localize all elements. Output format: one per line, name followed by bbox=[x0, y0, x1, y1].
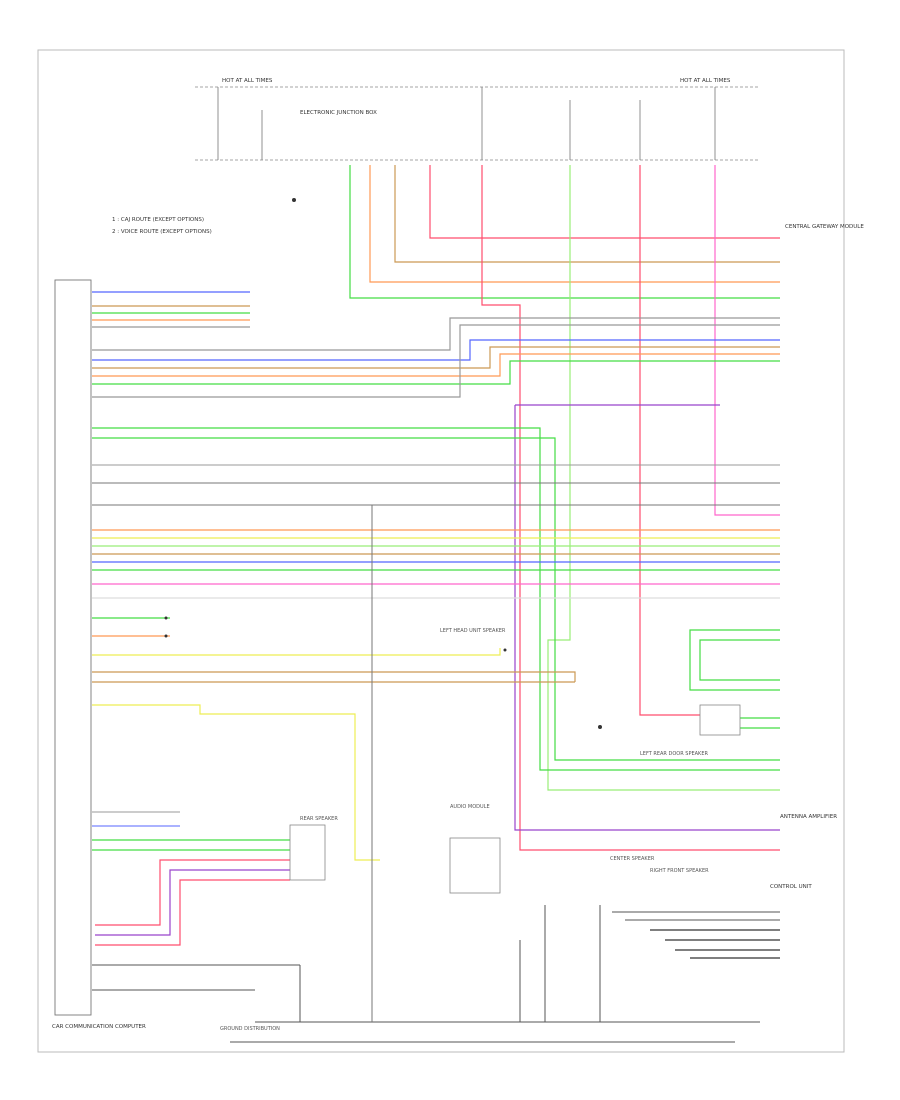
left-rear-label: LEFT REAR DOOR SPEAKER bbox=[640, 751, 708, 757]
right-front-label: RIGHT FRONT SPEAKER bbox=[650, 868, 709, 874]
control-unit-label: CONTROL UNIT bbox=[770, 884, 812, 890]
wire-red-long bbox=[481, 165, 780, 851]
antenna-label: ANTENNA AMPLIFIER bbox=[780, 814, 837, 820]
audio-module-label: AUDIO MODULE bbox=[450, 804, 490, 810]
left-rear-box bbox=[699, 704, 741, 736]
bus-group-2 bbox=[92, 317, 780, 398]
bottom-bus bbox=[92, 505, 780, 1043]
central-gateway-label: CENTRAL GATEWAY MODULE bbox=[785, 224, 864, 230]
wire-green-row2 bbox=[92, 437, 780, 761]
fuse-center-label: ELECTRONIC JUNCTION BOX bbox=[300, 110, 377, 116]
connector-dots bbox=[164, 198, 602, 729]
wire-orange-top bbox=[369, 165, 780, 283]
rear-speaker-box bbox=[289, 824, 326, 881]
wire-green-long bbox=[547, 165, 780, 791]
wire-green-row1 bbox=[92, 427, 780, 771]
fuse-right-label: HOT AT ALL TIMES bbox=[680, 78, 731, 84]
left-module-box bbox=[54, 279, 92, 1016]
top-fuse-box: HOT AT ALL TIMES ELECTRONIC JUNCTION BOX… bbox=[195, 78, 760, 161]
wire-red-top bbox=[429, 165, 780, 239]
bus-group-1 bbox=[92, 291, 250, 328]
wire-speaker-group bbox=[92, 811, 290, 946]
audio-module-box bbox=[449, 837, 501, 894]
wire-pink-right bbox=[714, 165, 780, 516]
wire-red-mid bbox=[639, 165, 700, 716]
wire-green-loop1 bbox=[689, 629, 780, 691]
wire-purple bbox=[514, 405, 780, 831]
diagram-frame bbox=[37, 49, 845, 1053]
rear-speaker-label: REAR SPEAKER bbox=[300, 816, 338, 822]
ground-label: GROUND DISTRIBUTION bbox=[220, 1026, 280, 1032]
wire-row-block bbox=[92, 529, 780, 599]
wire-green-top bbox=[349, 165, 780, 299]
center-label: CENTER SPEAKER bbox=[610, 856, 655, 862]
left-head-label: LEFT HEAD UNIT SPEAKER bbox=[440, 628, 506, 634]
wire-lower-left bbox=[92, 617, 576, 861]
fuse-left-label: HOT AT ALL TIMES bbox=[222, 78, 273, 84]
note-1: 1 : CAJ ROUTE (EXCEPT OPTIONS) bbox=[112, 217, 204, 223]
wire-green-loop2 bbox=[699, 639, 780, 681]
left-module-label: CAR COMMUNICATION COMPUTER bbox=[52, 1024, 146, 1030]
wire-tan-top bbox=[394, 165, 780, 263]
note-2: 2 : VOICE ROUTE (EXCEPT OPTIONS) bbox=[112, 229, 212, 235]
